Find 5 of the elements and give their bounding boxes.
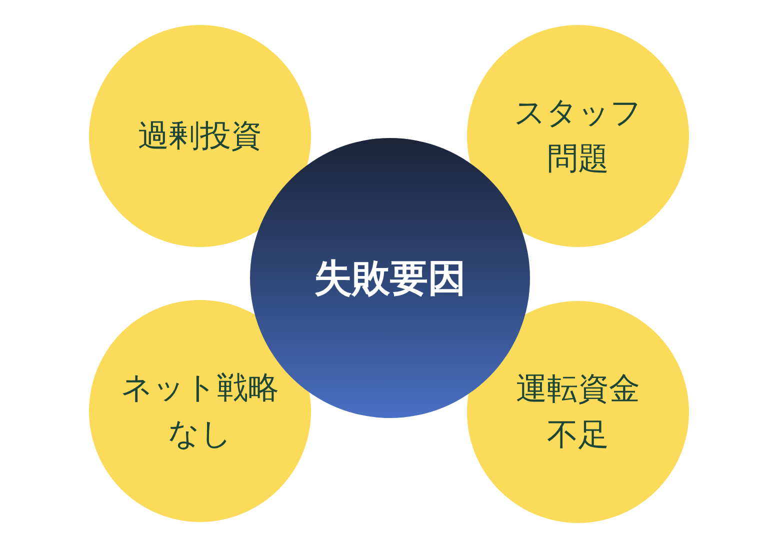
- topic-label: スタッフ問題: [512, 94, 643, 179]
- topic-label: 運転資金不足: [514, 370, 641, 455]
- topic-label: 過剰投資: [138, 116, 262, 156]
- core-label: 失敗要因: [314, 254, 466, 302]
- topic-label: ネット戦略なし: [120, 368, 280, 454]
